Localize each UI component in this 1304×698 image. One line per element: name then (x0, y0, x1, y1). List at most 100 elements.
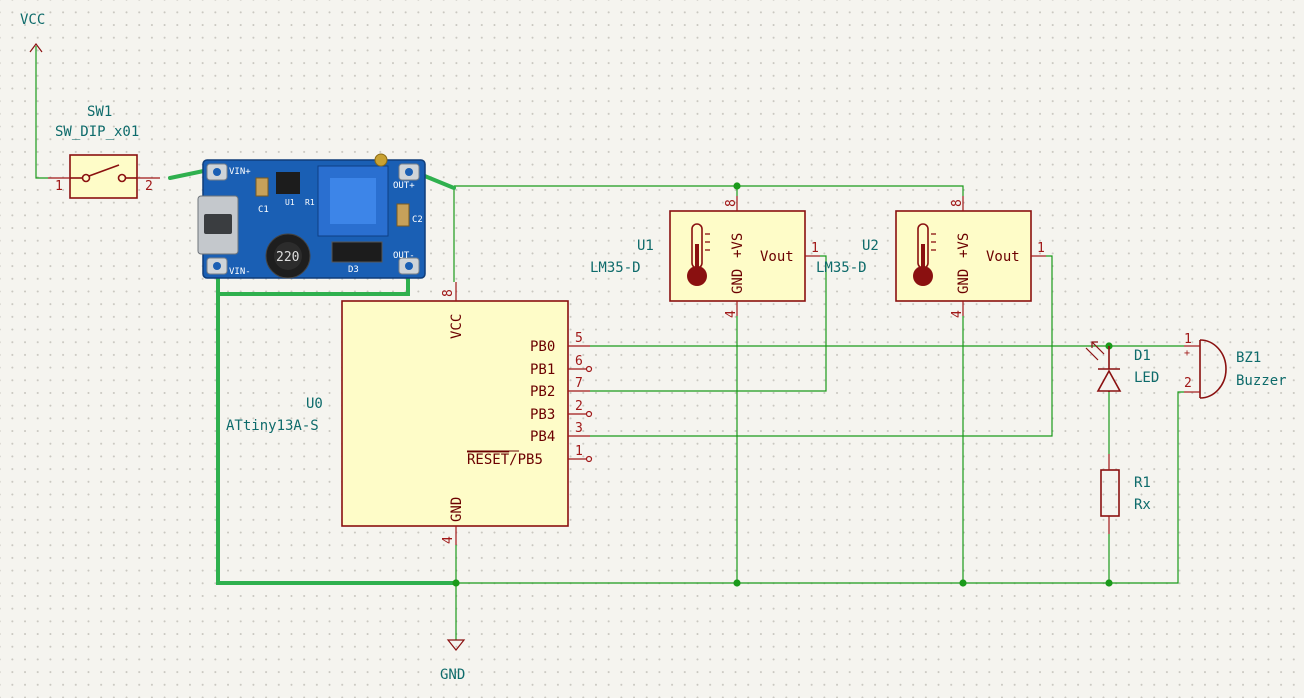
junctions (452, 182, 1113, 587)
r1-ref: R1 (1134, 475, 1151, 491)
vcc-arrow-icon (29, 43, 43, 53)
bz1-plus: + (1184, 348, 1190, 359)
trim-screw-icon (374, 153, 388, 167)
module-c1: C1 (258, 205, 269, 215)
buzzer-icon (1199, 339, 1227, 399)
u2-gnd-num: 4 (950, 310, 965, 318)
u0-pb1-name: PB1 (530, 362, 555, 378)
junction-gnd-r1 (1105, 579, 1113, 587)
u0-gnd-name: GND (449, 497, 465, 522)
d1-ref: D1 (1134, 348, 1151, 364)
sw1-pin2-num: 2 (145, 179, 153, 194)
bz1-pin1-num: 1 (1184, 332, 1192, 347)
u2-lm35[interactable]: 8 4 1 +VS GND Vout U2 LM35-D (816, 196, 1046, 318)
inductor-core (274, 242, 302, 270)
thermometer-icon (687, 223, 710, 286)
u0-ref: U0 (306, 396, 323, 412)
u2-gnd-name: GND (956, 269, 972, 294)
u1-vs-name: +VS (730, 233, 746, 258)
wire-out-minus (216, 270, 410, 296)
no-connect-icon (585, 455, 593, 463)
pad-hole (213, 168, 221, 176)
u0-pb5-num: 1 (575, 444, 583, 459)
capacitor-c1-icon (255, 177, 269, 197)
u0-pb5-rest: /PB5 (509, 452, 543, 468)
resistor-icon (1100, 469, 1120, 517)
junction-top (733, 182, 741, 190)
u0-body (341, 300, 569, 527)
switch-lever-icon (88, 164, 120, 177)
sw1[interactable]: SW1 SW_DIP_x01 1 2 (48, 104, 160, 199)
wire-pb2-u1 (590, 255, 827, 392)
pad-hole (213, 262, 221, 270)
bz1-ref: BZ1 (1236, 350, 1261, 366)
u0-attiny[interactable]: 8 VCC 4 GND PB0 PB1 PB2 PB3 PB4 RESET/PB… (226, 282, 593, 545)
u0-pb5-name: RESET/PB5 (467, 452, 543, 468)
u1-vs-num: 8 (724, 199, 739, 207)
u1-lm35[interactable]: 8 4 1 +VS GND Vout U1 LM35-D (590, 196, 820, 318)
module-d3: D3 (348, 265, 359, 275)
wire-vcc-sw1 (35, 46, 48, 179)
u0-vcc-num: 8 (441, 289, 456, 297)
vcc-label: VCC (20, 12, 45, 28)
trimmer-pot-icon (317, 165, 389, 237)
thermometer-icon (913, 223, 936, 286)
u0-gnd-num: 4 (441, 536, 456, 544)
module-r1: R1 (305, 198, 315, 207)
wire-pb4-u2 (590, 255, 1053, 437)
sw1-ref: SW1 (87, 104, 112, 120)
pad-hole (405, 262, 413, 270)
module-vin-minus: VIN- (229, 267, 251, 277)
r1-value: Rx (1134, 497, 1151, 513)
u0-pb0-name: PB0 (530, 339, 555, 355)
u0-pb3-name: PB3 (530, 407, 555, 423)
trimmer-pot-face (330, 178, 376, 224)
u1-vout-num: 1 (811, 241, 819, 256)
u2-vout-num: 1 (1037, 241, 1045, 256)
junction-gnd-u1 (733, 579, 741, 587)
u0-vcc-name: VCC (449, 314, 465, 339)
junction-gnd-u0 (452, 579, 460, 587)
diode-d3-icon (331, 241, 383, 263)
module-u1: U1 (285, 198, 295, 207)
no-connect-icon (585, 365, 593, 373)
no-connect-icon (585, 410, 593, 418)
bz1-buzzer[interactable]: 1 2 + BZ1 Buzzer (1184, 332, 1287, 399)
u0-pb5-reset: RESET (467, 452, 510, 468)
d1-value: LED (1134, 370, 1159, 386)
d1-led[interactable]: D1 LED (1085, 341, 1159, 392)
wire-gnd-rail (456, 391, 1184, 584)
module-out-plus: OUT+ (393, 181, 415, 191)
pad-hole (405, 168, 413, 176)
u2-value: LM35-D (816, 260, 867, 276)
u1-gnd-num: 4 (724, 310, 739, 318)
u0-pb4-num: 3 (575, 421, 583, 436)
u2-vs-name: +VS (956, 233, 972, 258)
u1-gnd-name: GND (730, 269, 746, 294)
gnd-label: GND (440, 667, 465, 683)
gnd-symbol[interactable]: GND (440, 639, 465, 683)
capacitor-c2-icon (396, 203, 410, 227)
r1-resistor[interactable]: R1 Rx (1100, 454, 1151, 534)
usb-socket (204, 214, 232, 234)
u0-pb1-num: 6 (575, 354, 583, 369)
u2-ref: U2 (862, 238, 879, 254)
u1-value: LM35-D (590, 260, 641, 276)
u2-vout-name: Vout (986, 249, 1020, 265)
u0-pb2-name: PB2 (530, 384, 555, 400)
u0-pb3-num: 2 (575, 399, 583, 414)
vcc-symbol[interactable]: VCC (20, 12, 45, 53)
sw1-body (69, 154, 138, 199)
bz1-value: Buzzer (1236, 373, 1287, 389)
module-out-minus: OUT- (393, 251, 415, 261)
sw1-pin1-num: 1 (55, 179, 63, 194)
bz1-pin2-num: 2 (1184, 376, 1192, 391)
u0-pb2-num: 7 (575, 376, 583, 391)
u0-pb4-name: PB4 (530, 429, 555, 445)
module-vin-plus: VIN+ (229, 167, 251, 177)
boost-module[interactable]: VIN+ VIN- OUT+ OUT- C1 C2 D3 U1 R1 220 (197, 153, 426, 279)
junction-gnd-u2 (959, 579, 967, 587)
module-inductor-value: 220 (276, 250, 299, 265)
u0-pb0-num: 5 (575, 331, 583, 346)
